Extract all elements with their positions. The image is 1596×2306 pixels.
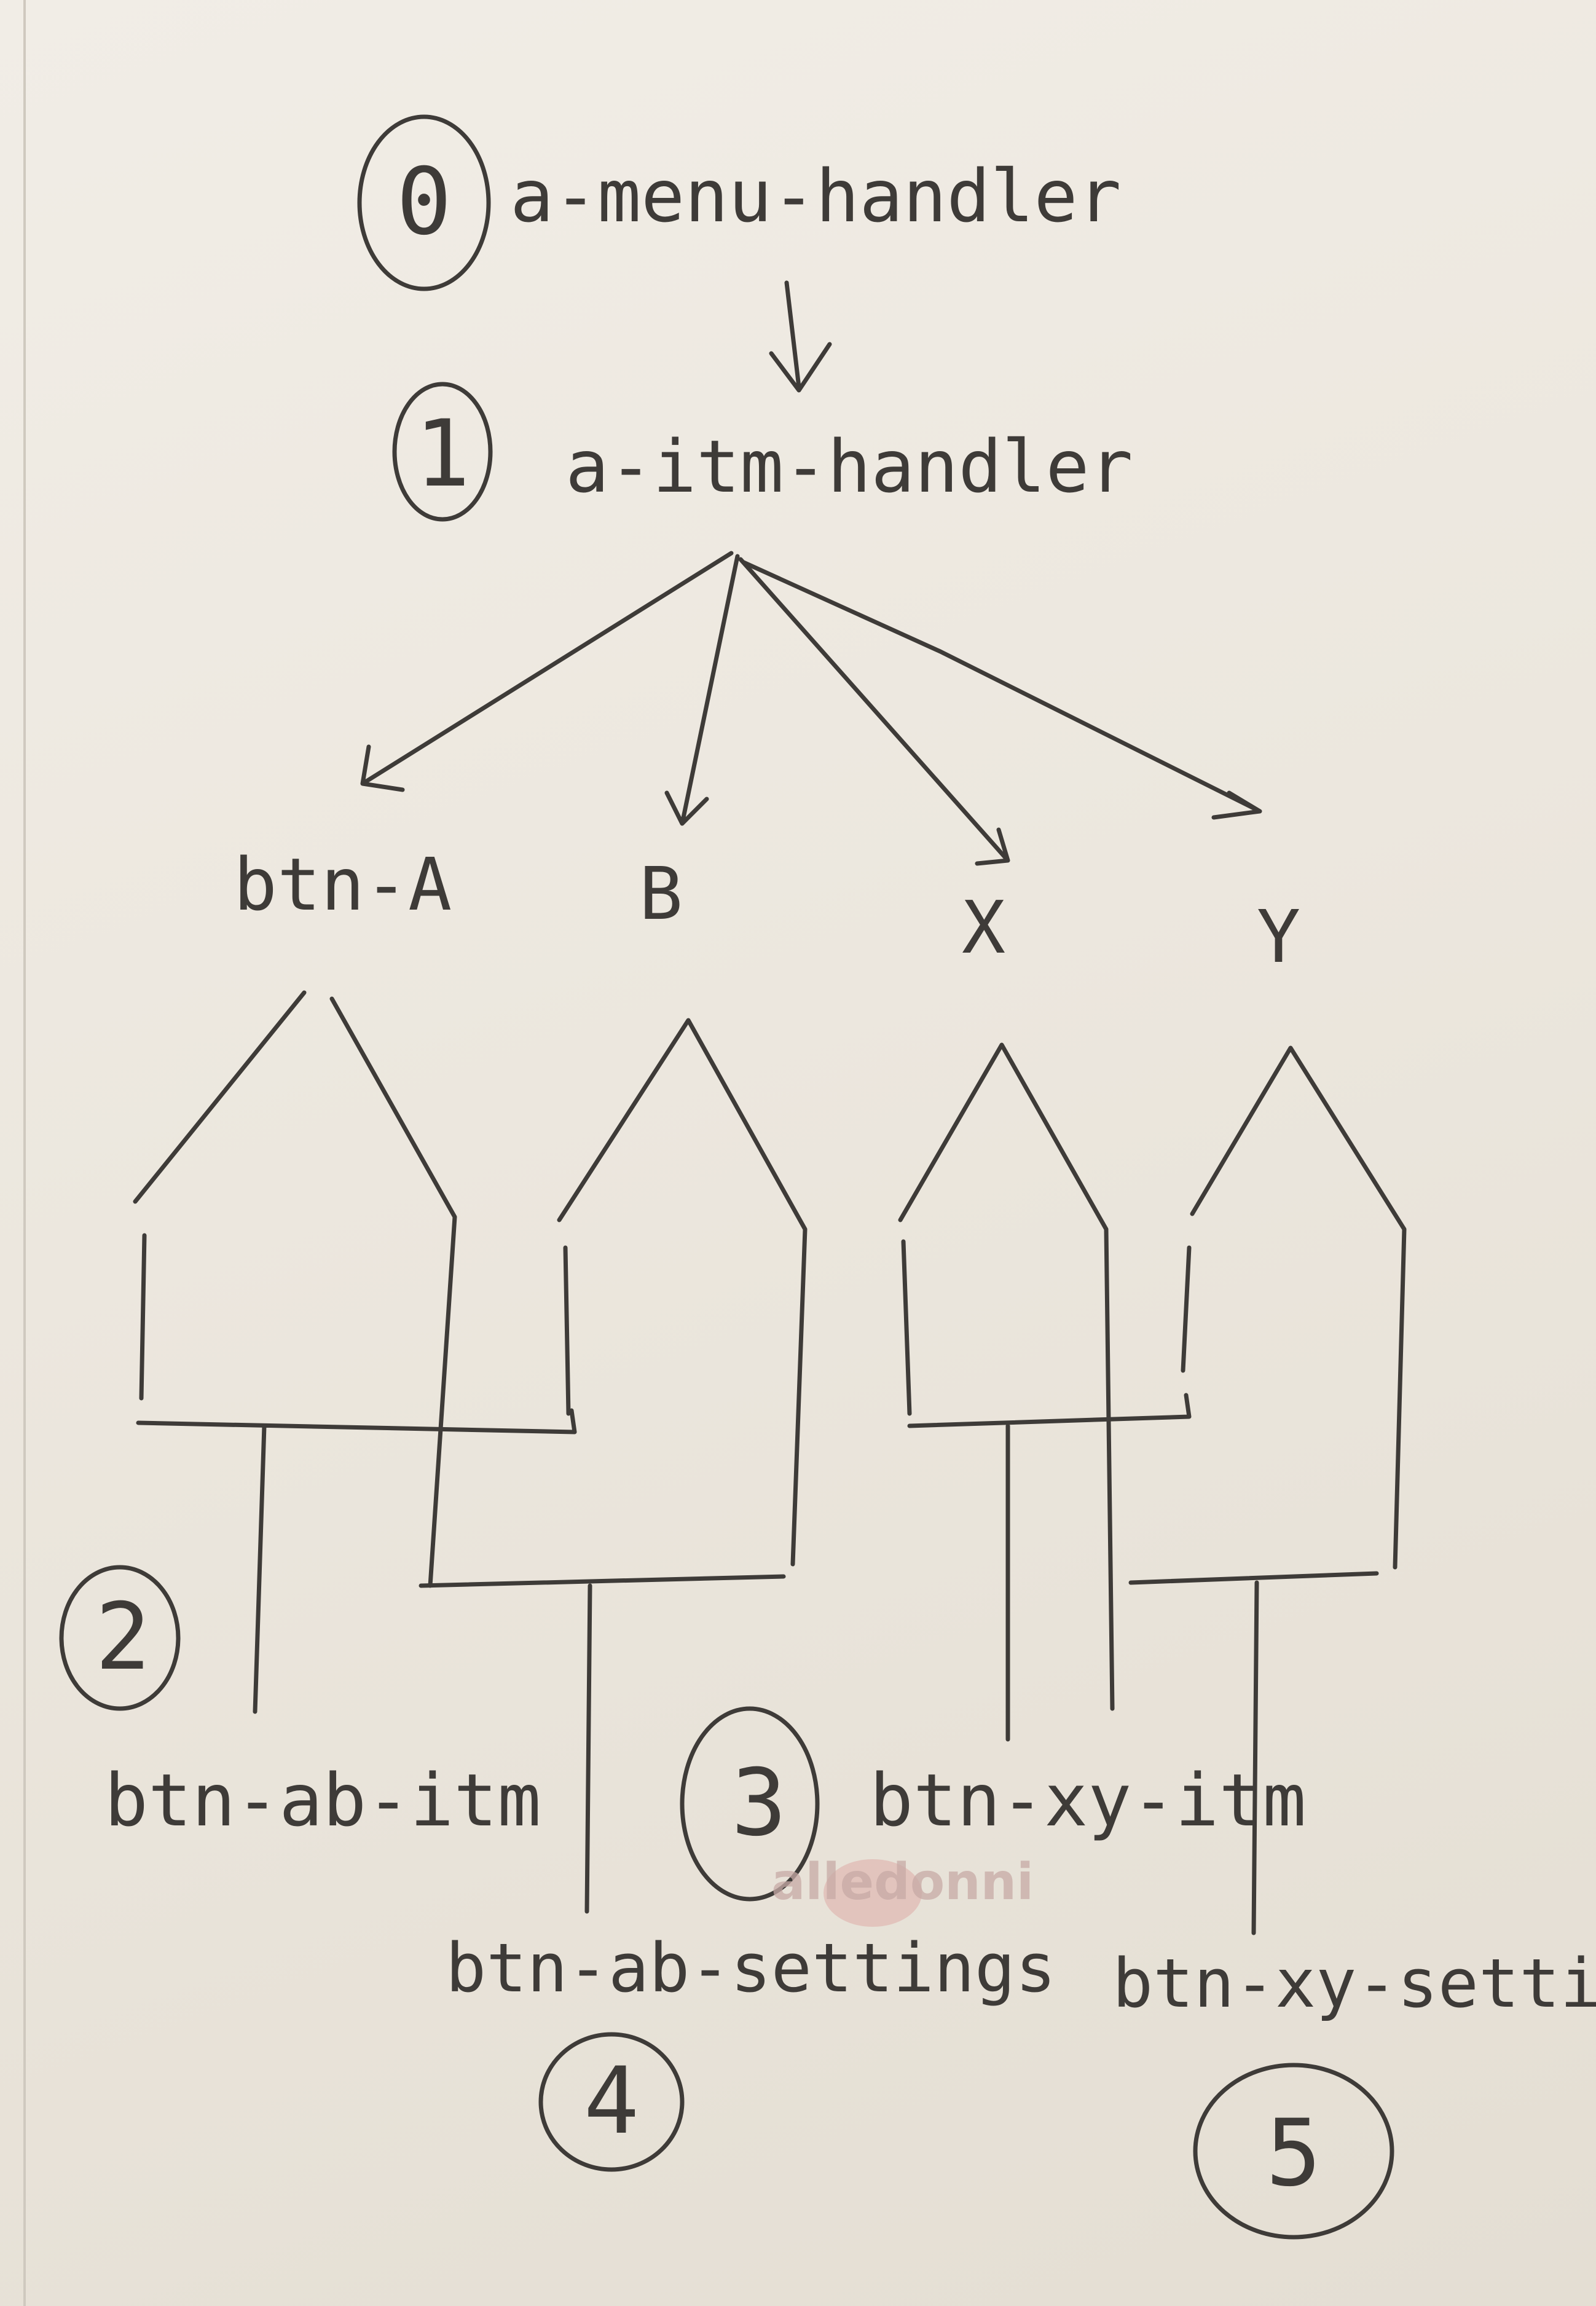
output-xy-settings: btn-xy-settings 5: [1112, 1944, 1596, 2240]
root-node: 0 a-menu-handler: [357, 114, 1122, 291]
arrow-to-btn-a: [360, 551, 734, 792]
child-label-x: X: [962, 885, 1005, 970]
ab-itm-label: btn-ab-itm: [104, 1758, 541, 1843]
ab-settings-label: btn-ab-settings: [446, 1929, 1056, 2007]
ab-settings-number-circle: [538, 2032, 685, 2172]
root-label: a-menu-handler: [510, 154, 1122, 238]
merge-xy-itm: [907, 1393, 1192, 1742]
watermark-text: alledonni: [771, 1853, 1034, 1911]
child-labels: btn-A B X Y: [234, 842, 1300, 979]
arrow-to-x: [738, 557, 1010, 866]
item-handler-node: 1 a-itm-handler: [392, 382, 1133, 522]
xy-settings-number-circle: [1193, 2063, 1394, 2240]
house-x: [898, 1042, 1115, 1711]
xy-itm-number-circle: [680, 1706, 820, 1902]
child-label-btn-a: btn-A: [234, 842, 452, 927]
merge-ab-itm: [136, 1408, 577, 1714]
arrow-root-to-handler: [769, 280, 832, 393]
arrow-to-y: [741, 560, 1262, 820]
root-number-circle: [357, 114, 491, 291]
house-b: [557, 1018, 808, 1567]
merge-ab-settings: [419, 1574, 786, 1914]
ab-itm-number-circle: [59, 1565, 181, 1711]
child-label-b: B: [639, 851, 683, 936]
handler-number-circle: [392, 382, 493, 522]
xy-itm-label: btn-xy-itm: [870, 1758, 1306, 1843]
merge-connectors: [136, 1393, 1379, 1935]
fanout-arrows: [360, 551, 1262, 866]
child-label-y: Y: [1257, 894, 1300, 979]
xy-settings-number: 5: [1266, 2100, 1321, 2207]
house-y: [1181, 1045, 1407, 1570]
output-xy-itm: 3 btn-xy-itm: [680, 1706, 1306, 1902]
output-ab-settings: btn-ab-settings 4: [446, 1929, 1056, 2172]
watermark-blob: [824, 1859, 922, 1927]
xy-itm-number: 3: [731, 1750, 787, 1857]
arrow-to-b: [664, 554, 740, 826]
xy-settings-label: btn-xy-settings: [1112, 1944, 1596, 2023]
merge-xy-settings: [1128, 1571, 1379, 1935]
house-shapes: [133, 990, 1407, 1711]
ab-settings-number: 4: [584, 2048, 639, 2155]
house-btn-a: [133, 990, 457, 1588]
ab-itm-number: 2: [95, 1584, 151, 1691]
watermark: alledonni: [771, 1853, 1034, 1927]
output-ab-itm: 2 btn-ab-itm: [59, 1565, 541, 1843]
handler-label: a-itm-handler: [565, 424, 1133, 509]
handler-number: 1: [415, 401, 470, 508]
root-number: 0: [396, 149, 452, 256]
